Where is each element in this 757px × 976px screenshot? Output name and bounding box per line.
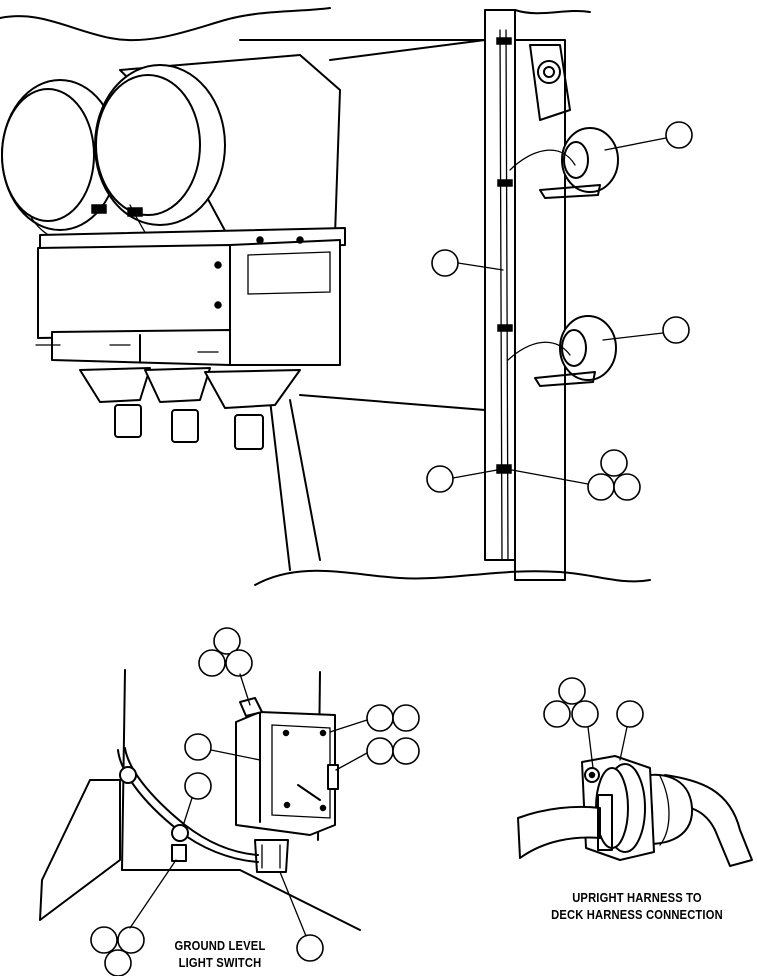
caption-line: DECK HARNESS CONNECTION <box>551 907 723 922</box>
callout-bubble <box>613 473 641 501</box>
callout-bubbles-harness <box>543 677 644 769</box>
callout-bubble <box>587 473 615 501</box>
upright-structure <box>0 7 651 586</box>
beacon-light-lower <box>507 315 617 387</box>
work-lights <box>1 54 341 251</box>
cable-clip <box>171 844 187 862</box>
switch-connector <box>254 839 289 873</box>
callout-bubble <box>558 677 586 705</box>
callout-bubble <box>225 649 253 677</box>
callout-bubble <box>296 934 324 962</box>
cable-clip <box>119 766 137 784</box>
callout-bubble <box>184 772 212 800</box>
callout-bubbles-switch <box>90 627 420 976</box>
cable-clip <box>171 824 189 842</box>
callout-bubble <box>392 737 420 765</box>
callout-bubble <box>90 926 118 954</box>
switch-knob <box>171 409 199 443</box>
caption-line: UPRIGHT HARNESS TO <box>572 890 702 905</box>
callout-bubble <box>543 700 571 728</box>
harness-connection-caption: UPRIGHT HARNESS TO DECK HARNESS CONNECTI… <box>538 889 736 923</box>
callout-bubble <box>366 737 394 765</box>
cable-clamp <box>496 464 512 474</box>
callout-bubble <box>600 449 628 477</box>
cable-clamp <box>497 324 513 332</box>
callout-bubble <box>392 704 420 732</box>
callout-bubble <box>184 733 212 761</box>
harness-connection-detail <box>517 755 753 867</box>
callout-bubble <box>571 700 599 728</box>
cable-clamp <box>497 179 513 187</box>
callout-bubble <box>198 649 226 677</box>
cable-clamp <box>496 37 512 45</box>
callout-bubble <box>213 627 241 655</box>
callout-bubble <box>117 926 145 954</box>
switch-knob <box>114 404 142 438</box>
caption-line: LIGHT SWITCH <box>178 955 262 970</box>
ground-switch-caption: GROUND LEVEL LIGHT SWITCH <box>160 937 280 971</box>
callout-bubble <box>665 121 693 149</box>
callout-bubble <box>104 949 132 976</box>
caption-line: GROUND LEVEL <box>174 938 266 953</box>
beacon-light-upper <box>509 127 619 199</box>
light-control-boxes <box>35 227 346 450</box>
callout-bubble <box>426 465 454 493</box>
switch-knob <box>234 414 264 450</box>
callout-bubble <box>431 249 459 277</box>
callout-bubble <box>616 700 644 728</box>
callout-bubble <box>366 704 394 732</box>
ground-switch-detail <box>39 669 361 931</box>
callout-bubbles-top <box>426 121 693 501</box>
callout-bubble <box>662 316 690 344</box>
